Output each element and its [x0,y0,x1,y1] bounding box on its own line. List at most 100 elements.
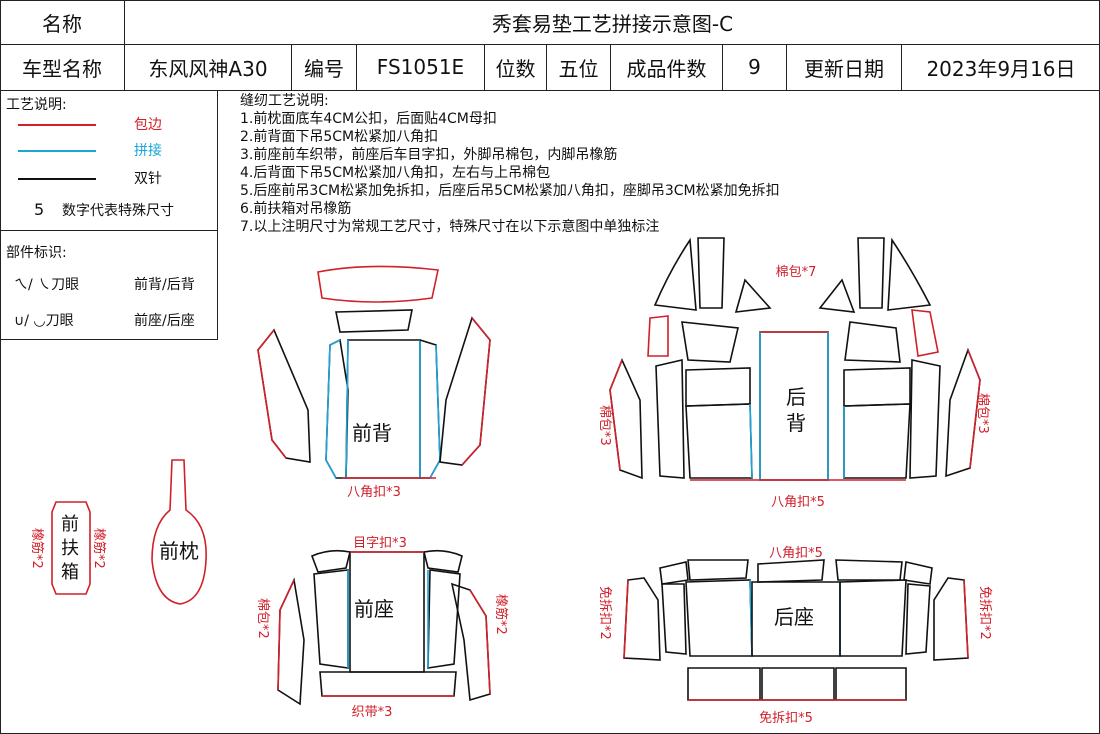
rear-seat-top-right [835,559,903,581]
rear-seat-top-note: 八角扣*5 [769,546,823,561]
rear-back-label-bottom: 背 [786,411,806,435]
rear-back-right-mid [843,367,911,407]
rear-seat-left-inner [661,583,687,655]
rear-seat-pattern: 后座 [623,559,969,701]
front-back-right-side [439,316,491,466]
front-seat-left-side [277,577,305,706]
rear-back-left-mid [685,367,751,407]
pieces-label: 成品件数 [611,44,723,90]
front-armrest-pattern: 前 扶 箱 [51,501,91,595]
armrest-outline [51,501,91,595]
code-label: 编号 [292,44,357,90]
update-date-value: 2023年9月16日 [926,56,1076,81]
splice-line-swatch [18,150,96,152]
pieces-value: 9 [723,44,787,90]
front-back-bottom-note: 八角扣*3 [347,485,401,500]
rear-back-top-right-wing [887,237,932,311]
front-back-label: 前背 [352,421,392,445]
header-info-row: 车型名称 东风风神A30 编号 FS1051E 位数 五位 成品件数 9 更新日… [0,44,1100,91]
rear-seat-left-panel [685,579,753,657]
seat-count-value: 五位 [547,44,611,90]
code-value: FS1051E [357,44,485,90]
rear-back-top-note: 棉包*7 [776,265,817,280]
name-label: 名称 [0,0,125,44]
rear-seat-right-note: 免拆扣*2 [977,586,992,640]
sheet-title: 秀套易垫工艺拼接示意图-C [491,11,734,36]
rear-seat-label: 后座 [774,605,814,629]
front-seat-top-left [310,549,351,573]
number-description: 数字代表特殊尺寸 [62,203,174,219]
parts-desc-seat: 前座/后座 [134,313,195,329]
rear-seat-front-strip-left [687,667,761,701]
rear-back-pattern: 后 背 [609,237,981,481]
rear-seat-left-side [623,577,661,661]
front-seat-pattern: 前座 [277,549,491,706]
armrest-right-note: 橡筋*2 [91,528,107,569]
notes-title: 缝纫工艺说明: [240,93,329,109]
rear-back-right-outer [909,359,941,479]
parts-symbol-seat: ∪/ ◡刀眼 [14,313,74,329]
front-back-top-cap [317,265,439,303]
rear-seat-top-center [757,559,825,583]
legend-title: 工艺说明: [6,97,67,113]
front-seat-bottom-note: 织带*3 [352,705,393,720]
rear-back-left-lower [685,403,753,479]
rear-back-left-upper [681,321,739,363]
parts-symbol-back: ㄟ/ ㇏刀眼 [14,277,80,293]
armrest-label-2: 扶 [61,538,79,559]
rear-seat-left-note: 免拆扣*2 [597,586,612,640]
front-back-upper-panel [335,309,413,333]
parts-desc-back: 前背/后背 [134,277,195,293]
rear-seat-front-strip-right [835,667,907,701]
sewing-notes: 缝纫工艺说明: 1.前枕面底车4CM公扣，后面贴4CM母扣 2.前背面下吊5CM… [240,92,780,236]
front-seat-top-right [423,549,463,573]
header-title-row: 名称 秀套易垫工艺拼接示意图-C [0,0,1100,45]
front-seat-left-note: 棉包*2 [255,598,270,639]
rear-seat-corner-right [903,561,933,585]
legend-splice-label: 拼接 [134,143,162,159]
note-line: 6.前扶箱对吊橡筋 [240,201,352,217]
note-line: 1.前枕面底车4CM公扣，后面贴4CM母扣 [240,111,497,127]
car-model-value: 东风风神A30 [125,44,292,90]
rear-back-left-ear [647,315,669,357]
rear-back-left-note: 棉包*3 [597,405,612,446]
front-seat-label: 前座 [354,597,394,621]
rear-seat-right-side [933,577,969,661]
rear-back-right-upper [844,321,901,363]
rear-seat-top-left [687,559,749,581]
front-back-center-panel [345,339,421,479]
rear-seat-bottom-note: 免拆扣*5 [759,711,813,726]
rear-back-top-right-tab [857,237,885,309]
legend-binding-label: 包边 [134,117,162,133]
binding-line-swatch [18,124,96,126]
rear-seat-right-inner [905,583,931,655]
note-line: 3.前座前车织带，前座后车目字扣，外脚吊棉包，内脚吊橡筋 [240,147,618,163]
rear-back-left-outer [655,358,685,479]
headrest-label: 前枕 [159,539,199,563]
note-line: 2.前背面下吊5CM松紧加八角扣 [240,129,439,145]
rear-back-top-left-tab [697,237,725,309]
front-back-pattern: 前背 [257,265,491,479]
rear-back-label-top: 后 [786,385,806,409]
rear-back-right-note: 棉包*3 [975,393,990,434]
rear-seat-right-panel [839,579,907,657]
rear-back-small-left [734,278,772,313]
update-date-label: 更新日期 [787,44,902,90]
rear-back-right-lower [843,403,911,479]
front-seat-right-note: 橡筋*2 [493,594,509,635]
rear-back-small-right [818,278,856,313]
parts-title: 部件标识: [6,245,67,261]
rear-seat-corner-left [659,561,689,585]
armrest-label-3: 箱 [61,562,79,583]
headrest-outline [151,459,207,605]
note-line: 7.以上注明尺寸为常规工艺尺寸，特殊尺寸在以下示意图中单独标注 [240,219,660,235]
rear-seat-front-strip-center [761,667,835,701]
armrest-label-1: 前 [61,514,79,535]
rear-back-bottom-note: 八角扣*5 [771,495,825,510]
front-seat-top-note: 目字扣*3 [353,536,407,551]
note-line: 5.后座前吊3CM松紧加免拆扣，后座后吊5CM松紧加八角扣，座脚吊3CM松紧加免… [240,183,780,199]
legend-divider [0,230,218,231]
rear-back-right-ear [911,309,939,357]
car-model-label: 车型名称 [0,44,125,90]
